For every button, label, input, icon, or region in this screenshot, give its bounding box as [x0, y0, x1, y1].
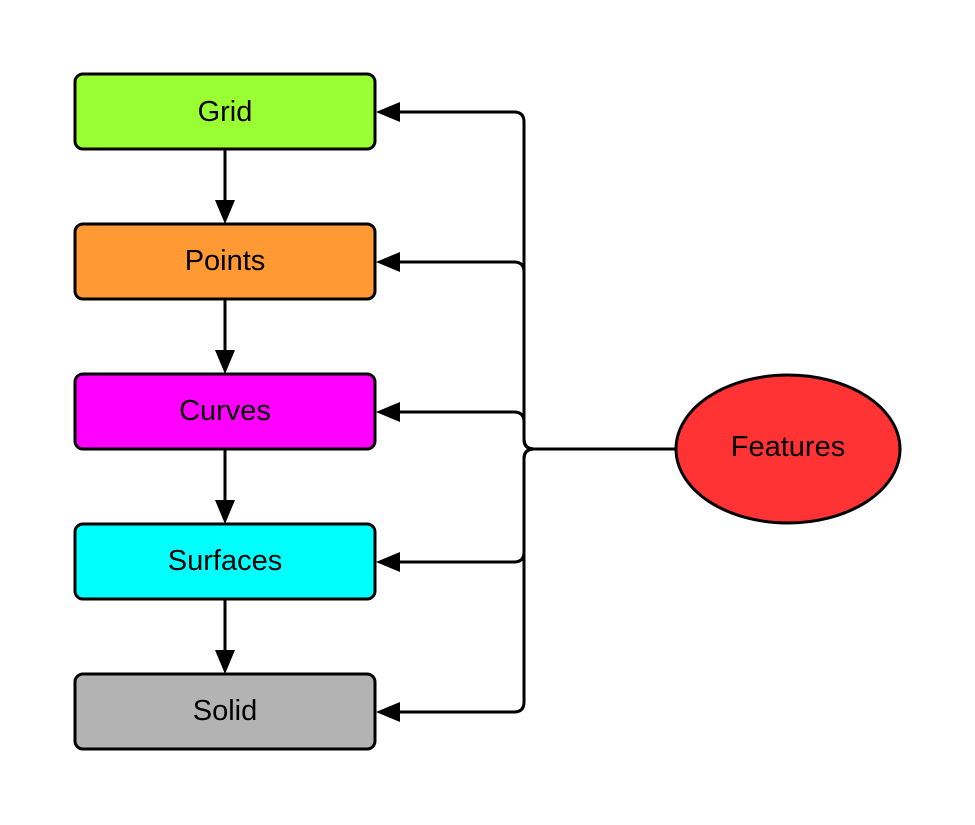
- arrow-points-to-curves: [215, 300, 235, 374]
- arrow-features-to-solid: [376, 447, 535, 722]
- node-curves-label: Curves: [179, 395, 271, 427]
- features-connectors: [376, 102, 676, 722]
- node-surfaces: Surfaces: [73, 522, 377, 601]
- node-surfaces-label: Surfaces: [168, 545, 282, 577]
- arrow-surfaces-to-solid: [215, 599, 235, 674]
- node-features: Features: [674, 373, 902, 525]
- arrow-grid-to-points: [215, 150, 235, 224]
- node-curves: Curves: [73, 372, 377, 451]
- node-points-label: Points: [185, 245, 266, 277]
- arrow-features-to-grid: [376, 102, 535, 451]
- node-solid-label: Solid: [193, 695, 258, 727]
- node-features-ellipse: [674, 373, 902, 525]
- node-grid-label: Grid: [198, 96, 253, 128]
- node-points: Points: [73, 222, 377, 301]
- node-solid-box: [73, 672, 377, 751]
- arrow-features-to-curves: [376, 402, 535, 451]
- node-solid: Solid: [73, 672, 377, 751]
- node-curves-box: [73, 372, 377, 451]
- node-surfaces-box: [73, 522, 377, 601]
- node-points-box: [73, 222, 377, 301]
- node-grid: Grid: [73, 72, 377, 151]
- arrow-features-to-surfaces: [376, 447, 535, 572]
- node-features-label: Features: [731, 431, 845, 463]
- arrow-curves-to-surfaces: [215, 450, 235, 524]
- chain-arrows: [215, 150, 235, 674]
- node-grid-box: [73, 72, 377, 151]
